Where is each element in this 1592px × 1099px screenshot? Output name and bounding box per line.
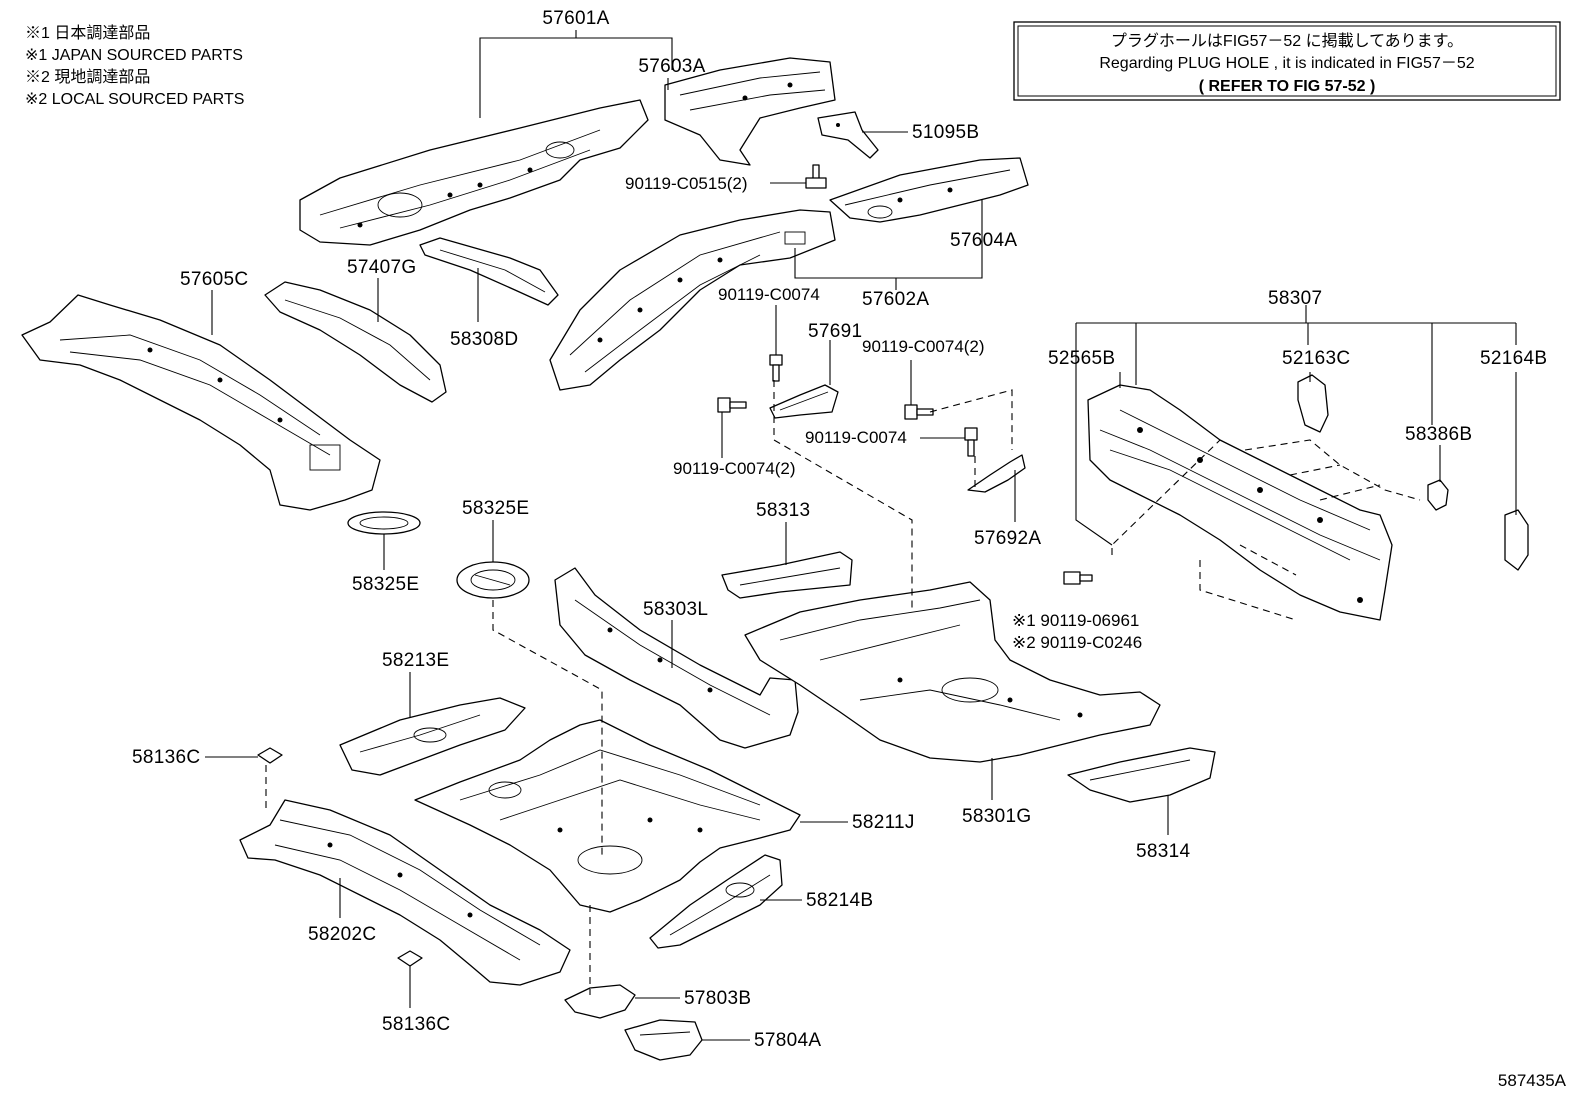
note-line-2: ※1 JAPAN SOURCED PARTS	[25, 47, 243, 64]
part-57602A-shape[interactable]	[549, 209, 836, 391]
label-58325E-a[interactable]: 58325E	[352, 574, 419, 595]
bolt-90119-C0074-a[interactable]	[769, 354, 783, 382]
reference-box: プラグホールはFIG57－52 に掲載してあります。 Regarding PLU…	[1013, 21, 1561, 101]
part-52164B-shape[interactable]	[1504, 509, 1529, 571]
part-58308D-shape[interactable]	[419, 237, 559, 306]
reference-line-2: Regarding PLUG HOLE , it is indicated in…	[1099, 55, 1474, 72]
label-57601A[interactable]: 57601A	[542, 8, 609, 29]
bolt-90119-06961[interactable]	[1063, 571, 1093, 585]
leader-lines	[205, 30, 1517, 1041]
reference-line-1: プラグホールはFIG57－52 に掲載してあります。	[1111, 32, 1463, 50]
part-57804A-shape[interactable]	[624, 1019, 703, 1061]
label-57602A[interactable]: 57602A	[862, 289, 929, 310]
label-90119-C0074-2-a[interactable]: 90119-C0074(2)	[862, 337, 985, 356]
label-58303L[interactable]: 58303L	[643, 599, 708, 620]
sourcing-notes: ※1 日本調達部品 ※1 JAPAN SOURCED PARTS ※2 現地調達…	[25, 24, 244, 108]
note-line-4: ※2 LOCAL SOURCED PARTS	[25, 91, 244, 108]
part-58325E-b-shape[interactable]	[456, 561, 530, 599]
part-58213E-shape[interactable]	[339, 697, 526, 776]
part-57692A-shape[interactable]	[967, 454, 1026, 493]
part-51095B-shape[interactable]	[817, 111, 879, 159]
part-57407G-shape[interactable]	[264, 281, 447, 403]
label-57692A[interactable]: 57692A	[974, 528, 1041, 549]
part-58202C-shape[interactable]	[239, 799, 571, 986]
label-58136C-b[interactable]: 58136C	[382, 1014, 450, 1035]
part-58211J-shape[interactable]	[414, 719, 801, 913]
part-58325E-a-shape[interactable]	[347, 511, 421, 535]
label-58136C-a[interactable]: 58136C	[132, 747, 200, 768]
part-57803B-shape[interactable]	[564, 984, 636, 1019]
part-58307-shape[interactable]	[1087, 384, 1393, 621]
part-57601A-shape[interactable]	[299, 99, 649, 246]
label-90119-06961[interactable]: ※1 90119-06961	[1012, 611, 1139, 630]
part-57605C-shape[interactable]	[21, 294, 381, 511]
bolt-90119-C0074-2a[interactable]	[717, 397, 747, 413]
label-58211J[interactable]: 58211J	[852, 812, 915, 833]
label-58325E-b[interactable]: 58325E	[462, 498, 529, 519]
note-line-1: ※1 日本調達部品	[25, 24, 150, 42]
label-58301G[interactable]: 58301G	[962, 806, 1031, 827]
part-52163C-shape[interactable]	[1297, 374, 1329, 433]
label-57803B[interactable]: 57803B	[684, 988, 751, 1009]
label-58313[interactable]: 58313	[756, 500, 810, 521]
label-90119-C0246[interactable]: ※2 90119-C0246	[1012, 633, 1142, 652]
label-58202C[interactable]: 58202C	[308, 924, 376, 945]
label-58213E[interactable]: 58213E	[382, 650, 449, 671]
part-57604A-shape[interactable]	[829, 157, 1029, 223]
part-57603A-shape[interactable]	[664, 57, 836, 166]
label-58314[interactable]: 58314	[1136, 841, 1190, 862]
label-52163C[interactable]: 52163C	[1282, 348, 1350, 369]
label-57603A[interactable]: 57603A	[638, 56, 705, 77]
part-57691-shape[interactable]	[769, 384, 839, 419]
label-51095B[interactable]: 51095B	[912, 122, 979, 143]
label-57804A[interactable]: 57804A	[754, 1030, 821, 1051]
part-58136C-b-shape[interactable]	[397, 950, 423, 967]
bolt-90119-C0074-b[interactable]	[964, 427, 978, 457]
label-58214B[interactable]: 58214B	[806, 890, 873, 911]
part-58386B-shape[interactable]	[1427, 479, 1449, 511]
part-58214B-shape[interactable]	[649, 854, 783, 949]
label-58308D[interactable]: 58308D	[450, 329, 518, 350]
label-90119-C0074-b[interactable]: 90119-C0074	[805, 428, 907, 447]
bolt-90119-C0074-2b[interactable]	[904, 404, 934, 420]
label-90119-C0515[interactable]: 90119-C0515(2)	[625, 174, 748, 193]
label-90119-C0074-a[interactable]: 90119-C0074	[718, 285, 820, 304]
part-58301G-shape[interactable]	[744, 581, 1161, 763]
label-57691[interactable]: 57691	[808, 321, 862, 342]
part-58314-shape[interactable]	[1067, 747, 1216, 803]
label-90119-C0074-2-b[interactable]: 90119-C0074(2)	[673, 459, 796, 478]
label-52565B[interactable]: 52565B	[1048, 348, 1115, 369]
label-58307[interactable]: 58307	[1268, 288, 1322, 309]
note-line-3: ※2 現地調達部品	[25, 68, 150, 86]
part-58313-shape[interactable]	[721, 551, 853, 599]
dashed-alignment-lines	[265, 380, 1421, 995]
label-57604A[interactable]: 57604A	[950, 230, 1017, 251]
label-57407G[interactable]: 57407G	[347, 257, 416, 278]
part-58136C-a-shape[interactable]	[257, 747, 283, 764]
reference-line-3: ( REFER TO FIG 57-52 )	[1199, 78, 1376, 95]
label-52164B[interactable]: 52164B	[1480, 348, 1547, 369]
label-57605C[interactable]: 57605C	[180, 269, 248, 290]
figure-id: 587435A	[1498, 1071, 1567, 1090]
label-58386B[interactable]: 58386B	[1405, 424, 1472, 445]
part-labels: 57601A 57603A 51095B 90119-C0515(2) 5760…	[132, 8, 1547, 1051]
part-58303L-shape[interactable]	[554, 567, 799, 749]
bolt-90119-C0515[interactable]	[805, 164, 827, 189]
